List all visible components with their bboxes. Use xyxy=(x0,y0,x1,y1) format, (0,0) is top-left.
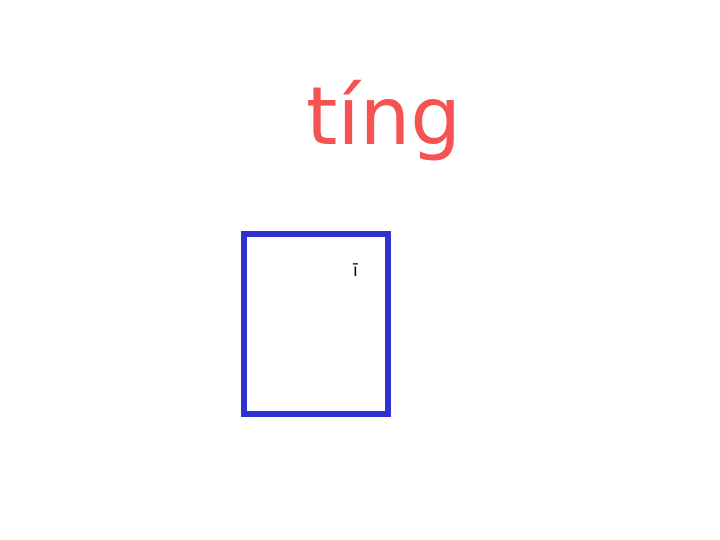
pinyin-text: tíng xyxy=(306,70,462,163)
box-mark-text: ī xyxy=(353,261,358,281)
character-writing-box[interactable]: ī xyxy=(241,231,391,417)
